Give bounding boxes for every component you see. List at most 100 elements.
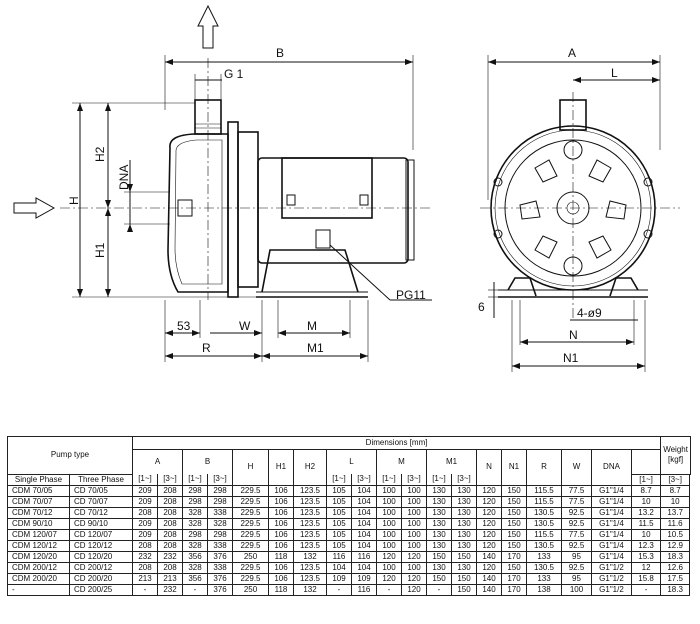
table-cell: 106 bbox=[268, 517, 294, 530]
table-cell: 105 bbox=[326, 484, 352, 497]
hdr-dimensions: Dimensions [mm] bbox=[131, 436, 662, 450]
table-cell: 100 bbox=[401, 517, 427, 530]
table-cell: 77.5 bbox=[561, 484, 592, 497]
cell-single-phase: CDM 70/05 bbox=[7, 484, 70, 497]
table-cell: 120 bbox=[401, 572, 427, 585]
cell-three-phase: CD 120/12 bbox=[69, 539, 133, 552]
table-cell: 150 bbox=[501, 506, 527, 519]
table-cell: 120 bbox=[401, 550, 427, 563]
table-cell: 123.5 bbox=[293, 506, 327, 519]
hdr-b-1ph: [1~] bbox=[182, 474, 208, 486]
table-cell: 130 bbox=[451, 517, 477, 530]
table-cell: 100 bbox=[401, 506, 427, 519]
table-cell: - bbox=[630, 583, 662, 596]
label-h2: H2 bbox=[93, 146, 107, 162]
table-cell: 115.5 bbox=[526, 495, 562, 508]
table-cell: 170 bbox=[501, 583, 527, 596]
hdr-l: L bbox=[326, 449, 377, 474]
table-cell: 77.5 bbox=[561, 528, 592, 541]
table-cell: 115.5 bbox=[526, 484, 562, 497]
table-cell: 150 bbox=[451, 550, 477, 563]
table-cell: 208 bbox=[157, 517, 183, 530]
table-cell: - bbox=[326, 583, 352, 596]
table-cell: 208 bbox=[132, 506, 158, 519]
table-cell: 18.3 bbox=[660, 550, 691, 563]
hdr-h1: H1 bbox=[268, 449, 294, 486]
table-cell: 232 bbox=[132, 550, 158, 563]
label-n1: N1 bbox=[563, 351, 579, 365]
table-cell: 104 bbox=[351, 517, 377, 530]
table-cell: 104 bbox=[351, 495, 377, 508]
cell-single-phase: CDM 70/12 bbox=[7, 506, 70, 519]
table-cell: 118 bbox=[268, 550, 294, 563]
label-n: N bbox=[569, 328, 578, 342]
table-cell: G1"1/4 bbox=[591, 539, 632, 552]
table-cell: 250 bbox=[232, 550, 269, 563]
table-cell: 298 bbox=[182, 495, 208, 508]
table-cell: G1"1/4 bbox=[591, 517, 632, 530]
table-cell: 95 bbox=[561, 550, 592, 563]
cell-single-phase: CDM 200/20 bbox=[7, 572, 70, 585]
outlet-arrow-icon bbox=[197, 4, 219, 49]
label-r: R bbox=[202, 341, 211, 355]
table-cell: 120 bbox=[376, 550, 402, 563]
label-w: W bbox=[239, 319, 251, 333]
table-cell: 150 bbox=[501, 539, 527, 552]
table-cell: 100 bbox=[401, 561, 427, 574]
table-cell: 298 bbox=[182, 528, 208, 541]
table-cell: 130 bbox=[451, 561, 477, 574]
cell-three-phase: CD 70/12 bbox=[69, 506, 133, 519]
table-cell: 130 bbox=[426, 484, 452, 497]
table-cell: 109 bbox=[326, 572, 352, 585]
cell-three-phase: CD 120/20 bbox=[69, 550, 133, 563]
table-cell: 356 bbox=[182, 572, 208, 585]
table-cell: 138 bbox=[526, 583, 562, 596]
side-view bbox=[60, 58, 432, 301]
table-cell: 130.5 bbox=[526, 561, 562, 574]
table-cell: 12.3 bbox=[630, 539, 662, 552]
table-cell: 11.6 bbox=[660, 517, 691, 530]
label-6: 6 bbox=[478, 300, 485, 314]
table-cell: 120 bbox=[476, 495, 502, 508]
hdr-a-3ph: [3~] bbox=[157, 474, 183, 486]
table-cell: 120 bbox=[476, 539, 502, 552]
table-cell: 105 bbox=[326, 539, 352, 552]
table-cell: 104 bbox=[351, 528, 377, 541]
table-cell: 123.5 bbox=[293, 539, 327, 552]
table-cell: 338 bbox=[207, 561, 233, 574]
table-cell: 8.7 bbox=[630, 484, 662, 497]
table-cell: 140 bbox=[476, 572, 502, 585]
table-cell: 133 bbox=[526, 550, 562, 563]
hdr-l-1ph: [1~] bbox=[326, 474, 352, 486]
hdr-m-1ph: [1~] bbox=[376, 474, 402, 486]
table-cell: G1"1/4 bbox=[591, 484, 632, 497]
table-cell: 208 bbox=[157, 484, 183, 497]
table-cell: - bbox=[426, 583, 452, 596]
table-cell: 130 bbox=[426, 561, 452, 574]
dimensions-table: Pump type Dimensions [mm] Weight[kgf] A … bbox=[7, 436, 691, 596]
table-cell: 130 bbox=[451, 506, 477, 519]
table-cell: 150 bbox=[501, 517, 527, 530]
table-cell: 229.5 bbox=[232, 506, 269, 519]
table-cell: 77.5 bbox=[561, 495, 592, 508]
table-cell: 130 bbox=[426, 495, 452, 508]
table-cell: 123.5 bbox=[293, 561, 327, 574]
table-cell: 118 bbox=[268, 583, 294, 596]
table-cell: 208 bbox=[157, 528, 183, 541]
table-cell: 130 bbox=[451, 528, 477, 541]
table-cell: 10 bbox=[660, 495, 691, 508]
label-h1: H1 bbox=[93, 242, 107, 258]
hdr-weight-unit: [kgf] bbox=[668, 455, 684, 465]
table-cell: - bbox=[182, 583, 208, 596]
hdr-m-3ph: [3~] bbox=[401, 474, 427, 486]
hdr-h: H bbox=[232, 449, 269, 486]
hdr-n: N bbox=[476, 449, 502, 486]
table-cell: 120 bbox=[376, 572, 402, 585]
table-cell: 109 bbox=[351, 572, 377, 585]
table-cell: 106 bbox=[268, 561, 294, 574]
label-b: B bbox=[276, 46, 284, 60]
cell-single-phase: CDM 200/12 bbox=[7, 561, 70, 574]
